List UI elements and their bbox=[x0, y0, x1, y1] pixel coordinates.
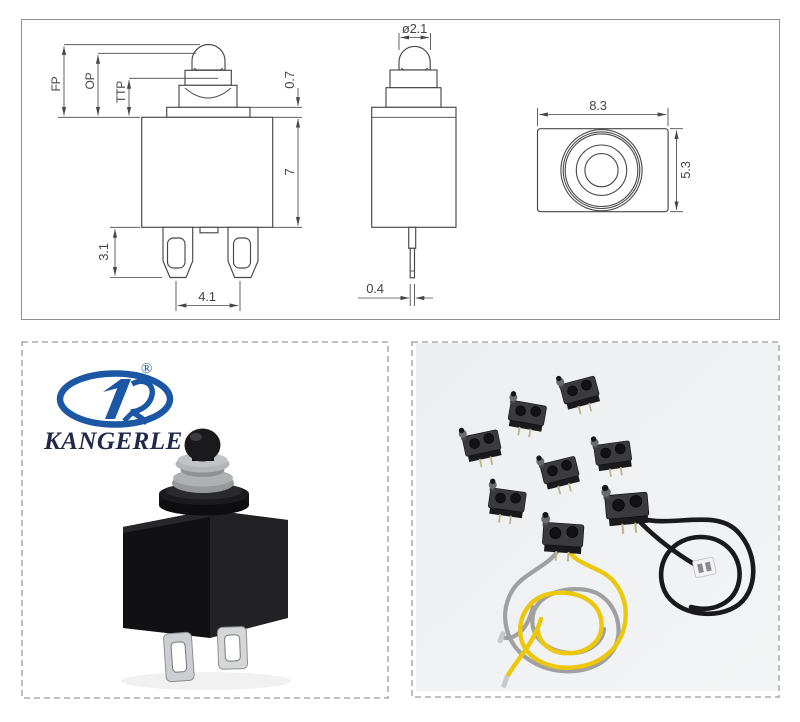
cable-connector bbox=[692, 556, 717, 579]
dim-label-0-4: 0.4 bbox=[366, 281, 383, 296]
dim-label-fp: FP bbox=[49, 76, 63, 91]
front-view: FP OP TTP 0.7 7 3.1 4.1 bbox=[49, 43, 302, 311]
top-view: 8.3 5.3 bbox=[536, 98, 693, 213]
registered-mark: ® bbox=[141, 361, 152, 377]
kangerle-logo: ® KANGERLE bbox=[43, 361, 183, 455]
dim-label-ttp: TTP bbox=[114, 81, 128, 103]
terminal-left bbox=[163, 631, 195, 683]
switch-with-yellow-wires bbox=[497, 511, 628, 689]
dim-label-op: OP bbox=[83, 72, 97, 89]
dim-label-dia-2-1: ø2.1 bbox=[402, 21, 427, 36]
dim-label-0-7: 0.7 bbox=[282, 71, 297, 88]
group-photo-panel bbox=[411, 341, 780, 698]
brand-photo-panel: ® KANGERLE bbox=[21, 341, 389, 699]
dim-label-8-3: 8.3 bbox=[589, 98, 606, 113]
brand-name: KANGERLE bbox=[43, 428, 183, 455]
technical-drawing-panel: FP OP TTP 0.7 7 3.1 4.1 bbox=[21, 19, 780, 320]
logo-ellipse-icon bbox=[56, 370, 174, 428]
drawing-frame bbox=[21, 19, 780, 320]
dim-label-5-3: 5.3 bbox=[678, 161, 693, 178]
logo-k-glyph-icon bbox=[103, 378, 155, 425]
dim-label-7: 7 bbox=[282, 168, 297, 175]
terminal-right bbox=[216, 626, 249, 670]
switch-with-black-cable bbox=[600, 480, 756, 617]
single-switch-photo bbox=[121, 428, 291, 690]
side-view: ø2.1 0.4 bbox=[358, 21, 457, 306]
dim-label-3-1: 3.1 bbox=[96, 243, 111, 260]
dim-label-4-1: 4.1 bbox=[198, 289, 215, 304]
